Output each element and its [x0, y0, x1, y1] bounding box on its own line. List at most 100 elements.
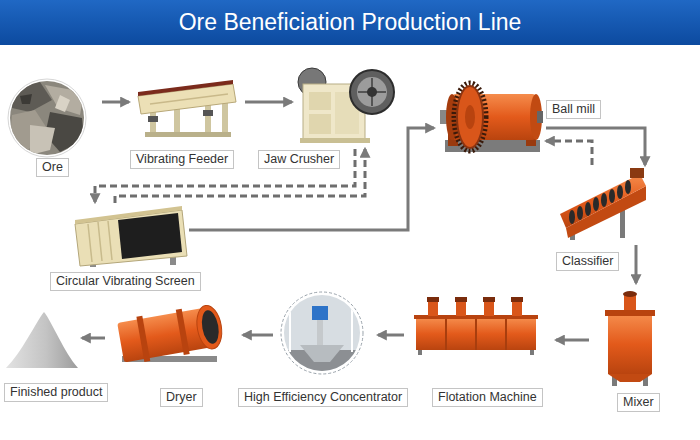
- equipment-node: Dryer: [113, 308, 231, 363]
- finished-product-illustration-part: [6, 312, 78, 368]
- concentrator-illustration-part: [281, 292, 363, 374]
- flotation-machine-illustration-part: [505, 319, 507, 350]
- vibrating-feeder-illustration: [138, 80, 236, 137]
- ore-illustration-part: [8, 79, 86, 157]
- ore-illustration: [8, 79, 86, 157]
- equipment-label: Ball mill: [546, 100, 601, 119]
- equipment-label: Vibrating Feeder: [130, 150, 234, 169]
- jaw-crusher-illustration-part: [367, 87, 377, 97]
- classifier-illustration-part: [625, 180, 631, 194]
- vibrating-feeder-illustration-part: [145, 132, 231, 137]
- equipment-label: Ore: [36, 158, 69, 177]
- classifier-illustration-part: [609, 189, 615, 203]
- ball-mill-illustration-part: [530, 94, 542, 140]
- finished-product-illustration: [6, 312, 78, 368]
- vibrating-screen-illustration-part: [88, 224, 92, 262]
- vibrating-feeder-illustration-part: [138, 80, 233, 96]
- return-flow-arrow: [546, 141, 592, 165]
- classifier-illustration-part: [617, 185, 623, 199]
- equipment-node: High Efficiency Concentrator: [278, 293, 368, 373]
- dryer-illustration: [117, 302, 225, 365]
- vibrating-feeder-illustration-part: [222, 99, 228, 134]
- concentrator-illustration-part: [351, 300, 353, 352]
- jaw-crusher-illustration-part: [350, 70, 394, 114]
- equipment-label: Dryer: [160, 388, 203, 407]
- ore-illustration-part: [45, 85, 84, 115]
- equipment-node: Flotation Machine: [414, 295, 538, 353]
- classifier-illustration-part: [585, 202, 591, 216]
- ball-mill-illustration-part: [537, 111, 543, 123]
- flow-arrow: [546, 128, 645, 165]
- equipment-label: Jaw Crusher: [258, 150, 340, 169]
- flotation-machine-illustration-part: [427, 297, 439, 302]
- ball-mill-illustration-part: [454, 83, 486, 151]
- return-flow-arrow: [95, 149, 355, 202]
- equipment-node: Circular Vibrating Screen: [72, 205, 187, 267]
- vibrating-feeder-illustration-part: [205, 102, 211, 134]
- equipment-node: Classifier: [556, 168, 646, 240]
- flow-arrow: [378, 334, 404, 337]
- flow-arrow: [635, 245, 638, 283]
- equipment-label: Mixer: [617, 393, 660, 412]
- flotation-machine-illustration-part: [512, 300, 522, 316]
- concentrator-illustration-part: [312, 306, 328, 320]
- flotation-machine-illustration-part: [483, 297, 495, 302]
- flotation-machine-illustration-part: [455, 297, 467, 302]
- concentrator-illustration-part: [289, 300, 291, 352]
- ball-mill-illustration: [440, 83, 543, 152]
- mixer-illustration-part: [608, 314, 652, 374]
- jaw-crusher-illustration-part: [309, 92, 331, 110]
- vibrating-screen-illustration-part: [108, 221, 112, 260]
- flotation-machine-illustration-part: [418, 350, 422, 355]
- ball-mill-illustration-part: [445, 140, 540, 152]
- mixer-illustration: [605, 291, 655, 386]
- flotation-machine-illustration-part: [475, 319, 477, 350]
- ore-illustration-part: [8, 79, 86, 157]
- equipment-node: Ore: [8, 82, 86, 154]
- ore-illustration-part: [8, 79, 86, 157]
- equipment-label: Classifier: [556, 252, 619, 271]
- equipment-label: Circular Vibrating Screen: [50, 272, 201, 291]
- dryer-illustration-part: [117, 302, 225, 365]
- ore-illustration-part: [10, 82, 52, 112]
- classifier-illustration-part: [630, 168, 644, 178]
- flotation-machine-illustration-part: [456, 300, 466, 316]
- equipment-label: Finished product: [4, 383, 108, 402]
- concentrator-illustration-part: [300, 345, 344, 362]
- flotation-machine-illustration-part: [511, 297, 523, 302]
- vibrating-screen-illustration-part: [118, 213, 182, 259]
- flotation-machine-illustration-part: [530, 350, 534, 355]
- flotation-machine-illustration: [414, 297, 538, 355]
- ore-illustration-part: [55, 95, 70, 112]
- mixer-illustration-part: [608, 374, 652, 382]
- equipment-node: Ball mill: [438, 80, 543, 155]
- equipment-node: Vibrating Feeder: [135, 80, 235, 138]
- flow-arrow: [102, 101, 129, 104]
- concentrator-illustration: [281, 292, 363, 374]
- classifier-illustration-part: [593, 197, 599, 211]
- mixer-illustration-part: [623, 291, 637, 297]
- dryer-illustration-part: [199, 309, 221, 345]
- flotation-machine-illustration-part: [428, 300, 438, 316]
- dryer-illustration-part: [176, 309, 190, 355]
- classifier-illustration-part: [569, 210, 575, 224]
- flow-arrow: [189, 128, 434, 230]
- equipment-node: Mixer: [603, 288, 655, 388]
- flotation-machine-illustration-part: [445, 319, 447, 350]
- mixer-illustration-part: [605, 310, 655, 316]
- flow-arrow: [245, 101, 292, 104]
- jaw-crusher-illustration-part: [357, 77, 387, 107]
- ball-mill-illustration-part: [457, 86, 483, 148]
- vibrating-screen-illustration: [75, 206, 187, 267]
- jaw-crusher-illustration-part: [300, 138, 370, 143]
- classifier-illustration: [560, 168, 646, 240]
- return-flow-arrow: [115, 149, 365, 203]
- equipment-node: Finished product: [5, 312, 77, 368]
- concentrator-illustration-part: [317, 320, 323, 346]
- flotation-machine-illustration-part: [416, 318, 536, 350]
- vibrating-feeder-illustration-part: [203, 110, 213, 116]
- classifier-illustration-part: [577, 206, 583, 220]
- equipment-label: High Efficiency Concentrator: [238, 388, 408, 407]
